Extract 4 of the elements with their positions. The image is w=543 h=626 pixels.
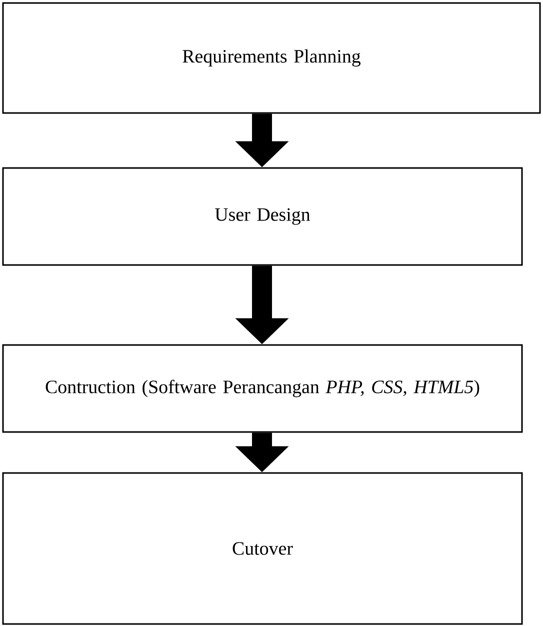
process-box: Requirements Planning — [2, 2, 541, 114]
process-box: User Design — [2, 167, 523, 266]
process-box: Contruction (Software Perancangan PHP, CSS, HTML5) — [2, 344, 523, 433]
process-box: Cutover — [2, 472, 523, 625]
